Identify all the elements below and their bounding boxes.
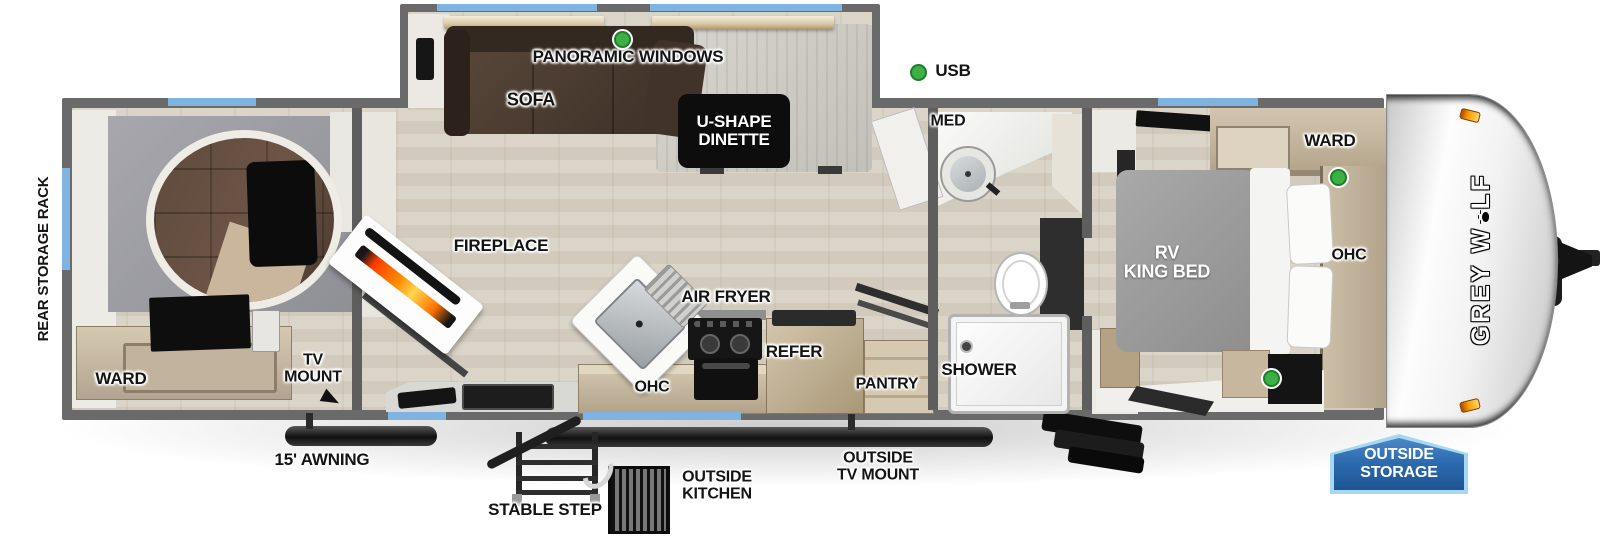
- label-ward-front: WARD: [1304, 131, 1356, 151]
- usb-dot-bed-head: [1330, 169, 1347, 186]
- outside-kitchen-grate-icon: [608, 466, 670, 534]
- stable-step-icon: [485, 410, 628, 506]
- pantry-cabinet: [864, 340, 934, 414]
- sofa-armrest: [444, 30, 470, 136]
- valance-sofa: [444, 16, 604, 29]
- label-rear-storage-rack: REAR STORAGE RACK: [35, 176, 53, 342]
- toilet: [994, 252, 1048, 316]
- badge-face: OUTSIDE STORAGE: [1334, 438, 1464, 490]
- awning-roller-right: [545, 427, 993, 447]
- front-cap: [1386, 94, 1558, 428]
- bath-sink: [940, 146, 996, 202]
- label-med: MED: [930, 112, 966, 130]
- wall-bath-right-lower: [1082, 316, 1092, 410]
- king-bed-blanket: [1250, 168, 1290, 354]
- step-foot-left: [512, 494, 522, 506]
- awning-mount-pin-right: [848, 414, 855, 430]
- logo-part1: GREY W: [1467, 226, 1495, 346]
- label-refer: REFER: [765, 342, 823, 362]
- label-awning: 15' AWNING: [274, 450, 370, 470]
- bath-closet-dark: [1040, 218, 1084, 330]
- label-panoramic-windows: PANORAMIC WINDOWS: [532, 47, 724, 67]
- window-bottom-kitchen: [583, 412, 741, 420]
- step-rung-1: [516, 444, 598, 449]
- grey-wolf-logo: GREY W LF: [1467, 143, 1497, 375]
- oven-handle: [702, 363, 750, 369]
- rear-device: [252, 310, 280, 352]
- label-air-fryer: AIR FRYER: [681, 287, 771, 307]
- griddle-large: [462, 384, 554, 410]
- paw-icon: [1476, 210, 1489, 225]
- label-ward-rear: WARD: [95, 369, 147, 389]
- logo-part2: LF: [1467, 172, 1495, 210]
- label-ohc-kitchen: OHC: [634, 378, 670, 396]
- toilet-hinge: [1010, 302, 1030, 309]
- window-rear-top: [168, 98, 256, 106]
- entry-steps: [1038, 410, 1158, 474]
- usb-dot-legend: [910, 64, 927, 81]
- label-pantry: PANTRY: [855, 375, 919, 393]
- awning-mount-pin-left: [306, 413, 313, 429]
- window-bottom-left: [388, 412, 446, 420]
- refer-cabinet: [766, 318, 864, 414]
- king-bed-pillow-1: [1285, 182, 1335, 266]
- label-usb: USB: [935, 61, 971, 81]
- slideout-window-right: [650, 4, 842, 11]
- range-knobs: [694, 321, 756, 327]
- usb-dot-window: [614, 31, 631, 48]
- wall-bath-right-upper: [1082, 108, 1092, 238]
- king-bed-mattress: [1116, 170, 1256, 352]
- ward-shelf: [1216, 126, 1290, 170]
- shower-drain: [962, 342, 971, 351]
- outside-storage-badge: OUTSIDE STORAGE: [1330, 434, 1468, 494]
- window-bedroom-top: [1158, 98, 1258, 106]
- badge-line1: OUTSIDE: [1364, 446, 1434, 464]
- rear-bunk-porthole: [146, 130, 342, 310]
- label-shower: SHOWER: [941, 360, 1017, 380]
- step-foot-right: [590, 494, 600, 506]
- step-rung-2: [516, 460, 598, 465]
- label-fireplace: FIREPLACE: [453, 236, 549, 256]
- rear-tv: [149, 294, 251, 352]
- ward-cabinet-front: [1210, 108, 1390, 176]
- dinette-bench-foot-right: [818, 166, 842, 174]
- step-rung-4: [516, 490, 598, 495]
- wall-bath-left: [928, 108, 938, 410]
- shower-pan: [948, 314, 1070, 414]
- bath-sink-drain: [965, 171, 971, 177]
- label-ohc-front: OHC: [1331, 246, 1367, 264]
- label-sofa: SOFA: [506, 89, 556, 110]
- king-bed-pillow-2: [1286, 265, 1334, 349]
- slideout-window-left: [437, 4, 597, 11]
- rear-bunk-interior: [154, 138, 334, 302]
- dinette-bench-foot-left: [700, 166, 724, 174]
- toilet-seat: [1002, 260, 1040, 308]
- air-fryer-range: [688, 318, 762, 360]
- bunk-table-black: [245, 159, 318, 268]
- oven-front: [694, 358, 758, 400]
- window-rear-side: [62, 168, 70, 270]
- range-burner-right: [730, 334, 750, 354]
- slideout-tv: [416, 38, 434, 80]
- range-burner-left: [700, 334, 720, 354]
- awning-roller-left: [285, 426, 437, 446]
- refer-top: [772, 310, 856, 326]
- step-rung-3: [516, 476, 598, 481]
- usb-dot-bed-foot: [1263, 370, 1280, 387]
- badge-line2: STORAGE: [1360, 464, 1438, 481]
- stove-backsplash: [684, 310, 766, 320]
- valance-dinette: [652, 16, 834, 29]
- label-stable-step: STABLE STEP: [488, 500, 602, 520]
